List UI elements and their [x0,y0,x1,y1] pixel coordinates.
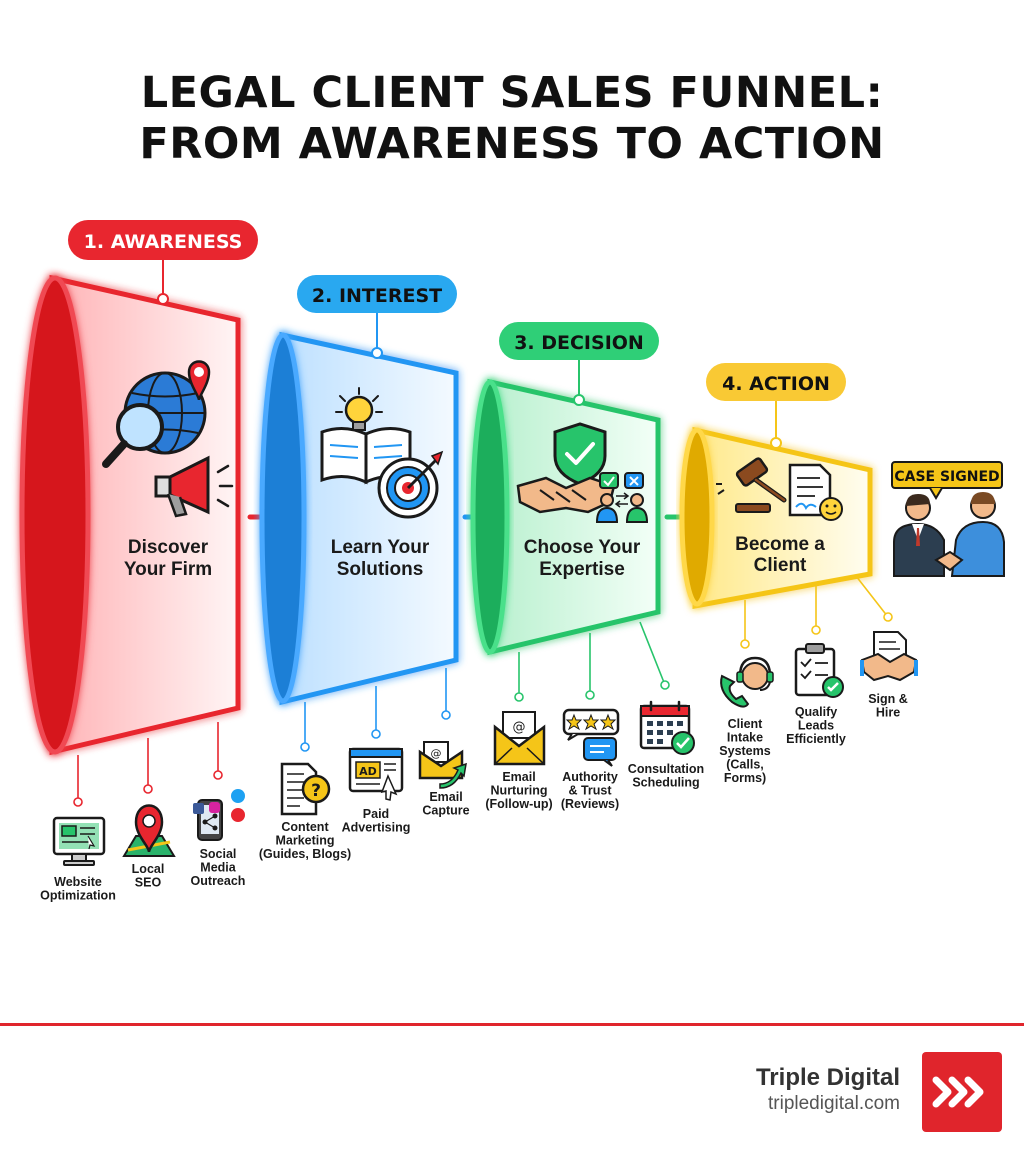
svg-text:AD: AD [359,765,377,778]
stage-text-decision-line1: Choose Your [524,537,641,558]
clipboard-check-icon [794,643,844,698]
funnel-action [692,426,873,609]
tactic-connectors [73,575,893,807]
case-signed-badge [891,461,1003,489]
shield-handshake-icon [516,422,616,514]
document-question-icon: ? [280,762,331,816]
result-case-signed: CASE SIGNED [891,461,1005,577]
connector-dot-awareness [157,293,169,305]
megaphone-icon [154,455,234,518]
connector-dot-interest [371,347,383,359]
smartphone-social-icon [193,789,245,841]
stage-text-decision-line2: Expertise [539,559,625,580]
stage-label-decision: 3. DECISION [514,332,644,354]
stage-awareness: 1. AWARENESS Discover Your Firm [19,220,287,756]
connector-dot-action [770,437,782,449]
brand-name: Triple Digital [755,1064,900,1091]
funnel-decision-opening [470,379,510,655]
stage-text-interest-line1: Learn Your [331,537,430,558]
title-line-1: LEGAL CLIENT SALES FUNNEL: [140,68,884,118]
phone-headset-icon [720,656,774,708]
star-reviews-icon [562,708,620,767]
ad-browser-icon: AD [348,747,404,801]
stage-text-action-line1: Become a [735,534,825,555]
stage-text-awareness-line1: Discover [128,537,209,558]
people-compare-icon [595,472,649,523]
footer-divider [0,1023,1024,1026]
stage-label-action: 4. ACTION [722,373,830,395]
stage-label-interest: 2. INTEREST [312,285,442,307]
page-title: LEGAL CLIENT SALES FUNNEL: FROM AWARENES… [0,68,1024,170]
gavel-icon [716,457,787,513]
label-pill-awareness [68,220,258,260]
target-icon [377,450,444,519]
stage-text-awareness-line2: Your Firm [124,559,212,580]
stage-text-interest-line2: Solutions [337,559,424,580]
envelope-icon: @ [493,711,546,766]
funnel-action-opening [679,427,715,607]
triple-chevron-logo-icon [922,1052,1002,1132]
email-capture-icon: @ [418,741,467,789]
handshake-document-icon [860,631,918,682]
svg-text:@: @ [513,720,526,735]
calendar-check-icon [639,700,695,755]
map-pin-icon [122,804,176,857]
tactic-label: Authority& Trust(Reviews) [561,770,619,811]
label-pill-decision [499,322,659,360]
stage-label-awareness: 1. AWARENESS [84,231,243,253]
stage-text-action-line2: Client [754,555,807,576]
brand-block: Triple Digital tripledigital.com [756,1064,900,1116]
funnel-diagram: 1. AWARENESS Discover Your Firm [19,220,1005,903]
title-line-2: FROM AWARENESS TO ACTION [139,119,885,169]
monitor-icon [52,816,106,866]
brand-url: tripledigital.com [768,1093,900,1114]
label-pill-action [706,363,846,401]
funnel-interest [279,331,459,706]
tactic-label: Sign &Hire [868,692,908,720]
stage-action: 4. ACTION Become a Client [679,363,873,609]
globe-magnifier-icon [102,371,207,468]
signed-document-icon [788,463,843,521]
case-signed-label: CASE SIGNED [894,469,999,485]
stage-interest: 2. INTEREST Learn Your Solutions [259,275,497,706]
svg-text:?: ? [311,781,321,801]
stage-decision: 3. DECISION Choose Your Expertise [470,322,700,656]
label-pill-interest [297,275,457,313]
funnel-awareness-opening [19,275,91,755]
open-book-lightbulb-icon [320,387,412,485]
location-pin-icon [187,360,211,401]
business-handshake-icon [893,492,1005,577]
svg-text:@: @ [431,747,442,760]
funnel-interest-opening [259,332,307,704]
connector-dot-decision [573,394,585,406]
